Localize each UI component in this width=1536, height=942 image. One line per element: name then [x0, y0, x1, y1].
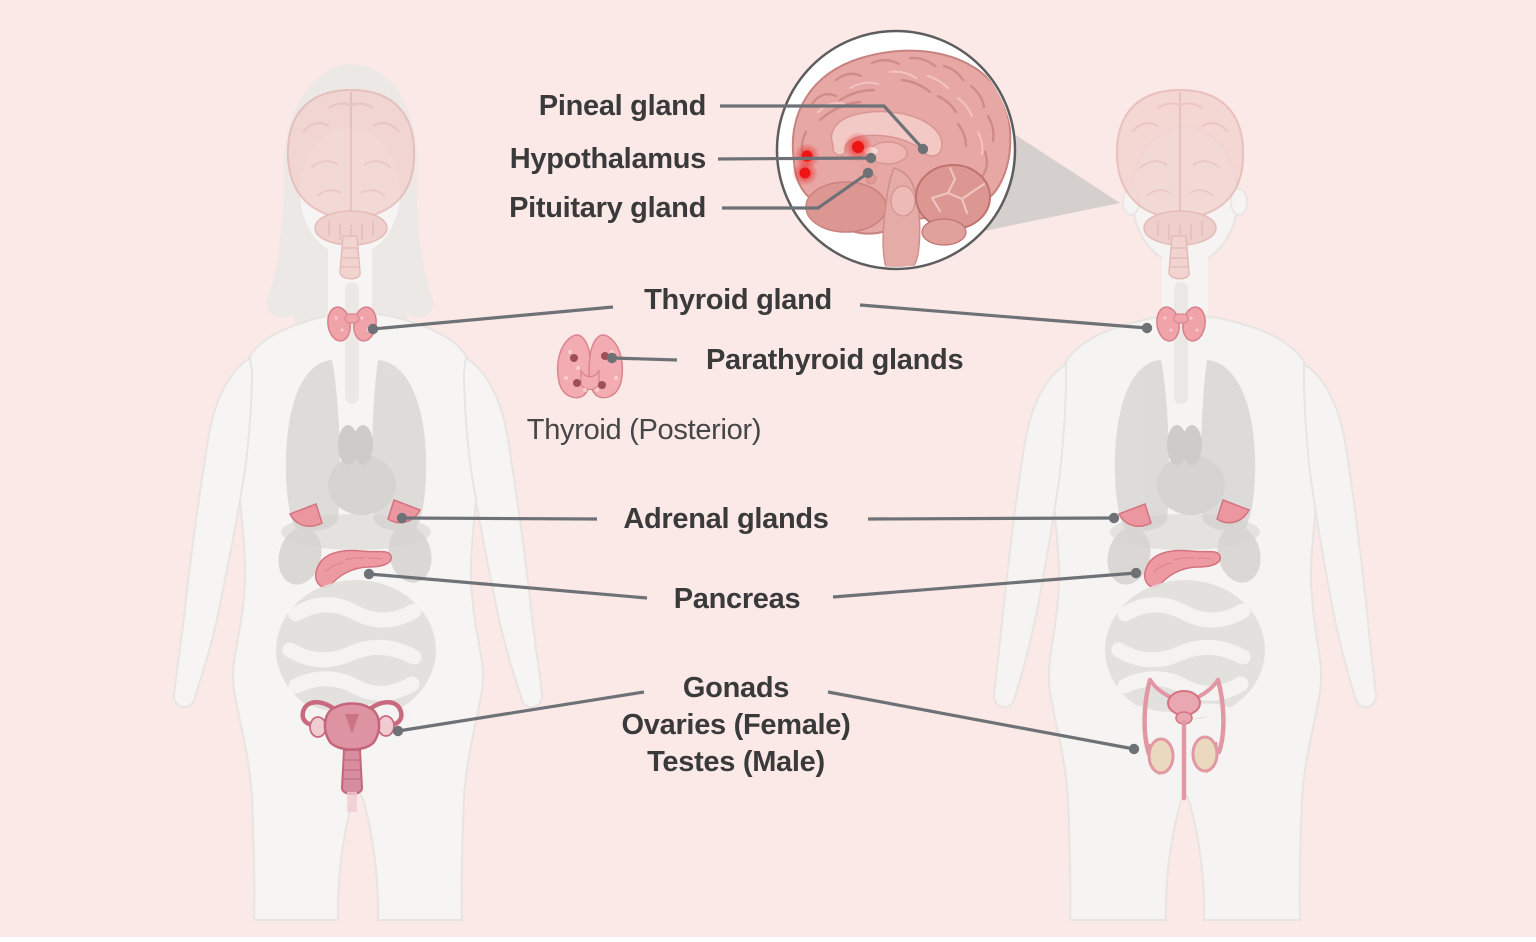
thyroid-posterior-icon	[556, 334, 624, 399]
gonads-female-line: Ovaries (Female)	[621, 709, 851, 741]
hypothalamus-label: Hypothalamus	[509, 143, 707, 175]
pancreas-label: Pancreas	[673, 583, 801, 615]
adrenal-leader-right	[867, 516, 1115, 521]
ovaries-uterus-icon	[300, 700, 404, 812]
gonads-leader-right	[827, 690, 1135, 751]
male-figure	[992, 90, 1378, 921]
leader-dots	[363, 143, 1153, 755]
pineal-gland-label: Pineal gland	[538, 90, 707, 122]
gonads-label: Gonads Ovaries (Female) Testes (Male)	[622, 670, 851, 781]
adrenal-leader-left	[401, 516, 598, 521]
pineal-leader	[720, 104, 925, 151]
testes-icon	[1142, 677, 1226, 801]
pancreas-leader-left	[368, 572, 648, 600]
male-right-arm	[1303, 362, 1378, 709]
highlight-dots	[792, 132, 873, 186]
female-figure	[172, 64, 544, 921]
pancreas-leader-right	[832, 571, 1137, 599]
bottom-border	[0, 937, 1536, 942]
gonads-title: Gonads	[682, 672, 790, 704]
hypothalamus-leader	[717, 156, 872, 161]
thyroid-leader-left	[372, 305, 614, 331]
leader-lines	[368, 104, 1148, 751]
gonads-male-line: Testes (Male)	[647, 746, 825, 778]
female-left-arm	[172, 356, 254, 709]
pituitary-gland-label: Pituitary gland	[509, 192, 706, 224]
parathyroid-glands-label: Parathyroid glands	[706, 344, 964, 376]
thyroid-gland-label: Thyroid gland	[644, 284, 832, 316]
pituitary-leader	[722, 171, 869, 210]
male-left-arm	[992, 362, 1067, 709]
female-right-arm	[462, 356, 544, 709]
thyroid-posterior-label: Thyroid (Posterior)	[526, 414, 762, 446]
parathyroid-leader	[611, 356, 678, 362]
brain-inset	[775, 29, 1120, 271]
thyroid-leader-right	[859, 303, 1148, 330]
gonads-leader-left	[397, 690, 645, 733]
adrenal-glands-label: Adrenal glands	[623, 503, 829, 535]
